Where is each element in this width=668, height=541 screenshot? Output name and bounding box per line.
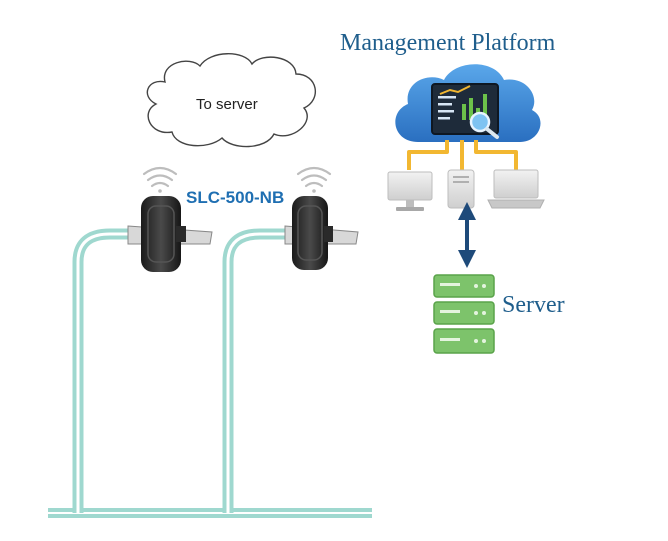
management-platform-cloud (395, 64, 541, 142)
desktop-icon (387, 171, 433, 211)
magnifier-icon (469, 111, 499, 139)
platform-title: Management Platform (340, 30, 556, 56)
tower-pc-icon (447, 169, 475, 209)
wifi-icon (296, 166, 332, 193)
platform-connectors (407, 140, 518, 170)
pipe-1 (72, 228, 136, 513)
cloud-label: To server (196, 96, 258, 113)
server-label: Server (502, 292, 565, 318)
pipe-2 (222, 228, 290, 513)
wifi-icon (142, 166, 178, 193)
laptop-icon (487, 169, 545, 209)
device-label: SLC-500-NB (186, 188, 285, 207)
server-rack-icon (433, 274, 495, 354)
smart-lock-icon (127, 196, 213, 272)
bidirectional-arrow (458, 202, 476, 268)
to-server-cloud (146, 53, 317, 148)
smart-lock-icon (284, 196, 359, 270)
